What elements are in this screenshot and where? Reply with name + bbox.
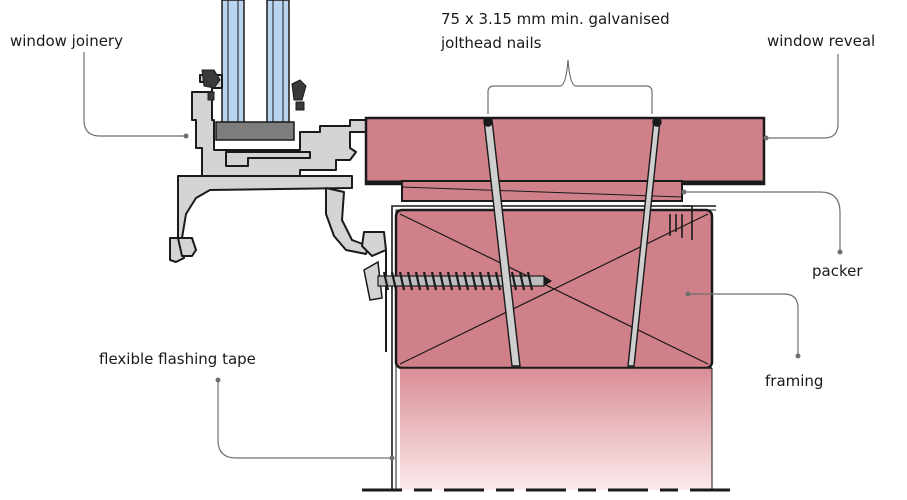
callout-nails: 75 x 3.15 mm min. galvanised jolthead na… — [440, 10, 670, 114]
callout-framing: framing — [685, 291, 823, 390]
label-window-reveal: window reveal — [767, 32, 875, 50]
callout-window-reveal: window reveal — [763, 32, 875, 141]
label-window-joinery: window joinery — [10, 32, 123, 50]
label-nails-line2: jolthead nails — [440, 34, 542, 52]
fixing-screw — [363, 260, 552, 301]
framing-member — [394, 208, 714, 490]
callout-flashing-tape: flexible flashing tape — [99, 350, 395, 461]
label-nails-line1: 75 x 3.15 mm min. galvanised — [441, 10, 670, 28]
label-flexible-flashing-tape: flexible flashing tape — [99, 350, 256, 368]
flexible-flashing-tape — [385, 205, 716, 490]
glazing-unit — [215, 0, 295, 141]
label-packer: packer — [812, 262, 863, 280]
jolthead-nails — [483, 117, 662, 367]
label-framing: framing — [765, 372, 823, 390]
callout-packer: packer — [681, 189, 863, 280]
callout-window-joinery: window joinery — [10, 32, 189, 139]
window-reveal-board — [364, 116, 766, 186]
glazing-gaskets — [201, 69, 307, 111]
packer-block — [401, 180, 683, 202]
